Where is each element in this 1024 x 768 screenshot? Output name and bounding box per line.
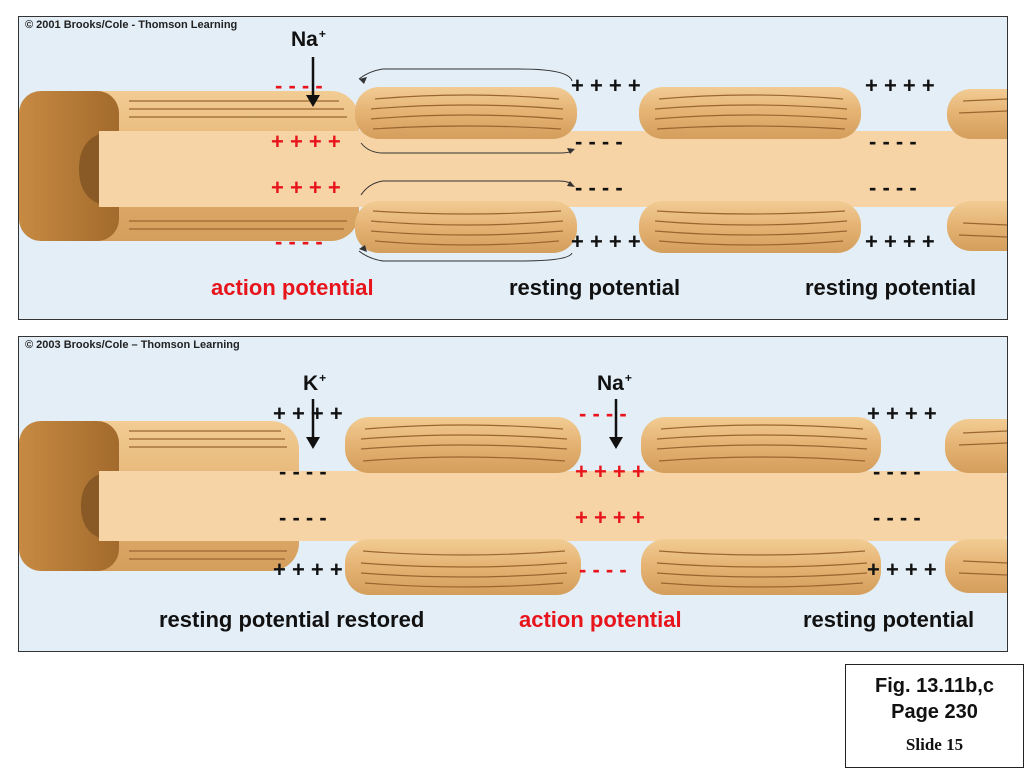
myelin-segment-middle	[355, 87, 577, 253]
na-ion-label: Na+	[597, 371, 632, 395]
panel-c-illustration	[19, 399, 1007, 595]
charge-inside-node2-top: + + + +	[575, 459, 645, 484]
na-ion-label: Na+	[291, 27, 326, 51]
charge-outside-node1-top: - - - -	[275, 73, 323, 98]
charge-inside-node3-bottom: - - - -	[869, 175, 917, 200]
charge-inside-node3-top: - - - -	[873, 459, 921, 484]
current-arrow-top	[358, 68, 573, 82]
label-action-potential: action potential	[519, 607, 682, 632]
charge-inside-node1-top: - - - -	[279, 459, 327, 484]
myelin-segment-middle	[345, 417, 581, 595]
current-arrow-bottom	[358, 250, 573, 262]
charge-inside-node2-top: - - - -	[575, 129, 623, 154]
myelin-segment-left	[19, 91, 359, 241]
slide-number: Slide 15	[905, 735, 964, 754]
axon	[99, 471, 1007, 541]
charge-outside-node2-top: - - - -	[579, 401, 627, 426]
charge-outside-node3-top: + + + +	[867, 401, 937, 426]
label-resting-potential: resting potential	[803, 607, 975, 632]
charge-outside-node2-bottom: + + + +	[571, 229, 641, 254]
charge-outside-node3-bottom: + + + +	[867, 557, 937, 582]
charge-outside-node3-top: + + + +	[865, 73, 935, 98]
charge-outside-node1-bottom: - - - -	[275, 229, 323, 254]
label-action-potential: action potential	[211, 275, 374, 300]
myelin-segment-edge	[947, 89, 1007, 251]
label-resting-potential-1: resting potential	[509, 275, 681, 300]
charge-outside-node2-top: + + + +	[571, 73, 641, 98]
charge-inside-node3-bottom: - - - -	[873, 505, 921, 530]
charge-inside-node2-bottom: - - - -	[575, 175, 623, 200]
copyright-notice: © 2003 Brooks/Cole – Thomson Learning	[25, 339, 240, 351]
charge-inside-node3-top: - - - -	[869, 129, 917, 154]
charge-outside-node2-bottom: - - - -	[579, 557, 627, 582]
charge-inside-node1-top: + + + +	[271, 129, 341, 154]
myelin-segment-edge	[945, 419, 1007, 593]
charge-inside-node1-bottom: - - - -	[279, 505, 327, 530]
charge-inside-node2-bottom: + + + +	[575, 505, 645, 530]
myelin-segment-right	[639, 87, 861, 253]
copyright-notice: © 2001 Brooks/Cole - Thomson Learning	[25, 19, 238, 31]
k-ion-label: K+	[303, 371, 327, 395]
charge-outside-node3-bottom: + + + +	[865, 229, 935, 254]
myelin-segment-right	[641, 417, 881, 595]
charge-outside-node1-top: + + + +	[273, 401, 343, 426]
label-resting-potential-restored: resting potential restored	[159, 607, 425, 632]
charge-outside-node1-bottom: + + + +	[273, 557, 343, 582]
panel-b: © 2001 Brooks/Cole - Thomson Learning Na…	[18, 16, 1008, 320]
panel-c: © 2003 Brooks/Cole – Thomson Learning K+…	[18, 336, 1008, 652]
figure-number: Fig. 13.11b,c	[875, 675, 994, 697]
page-number: Page 230	[891, 701, 978, 723]
label-resting-potential-2: resting potential	[805, 275, 977, 300]
myelin-segment-left	[19, 421, 299, 571]
figure-caption-box: Fig. 13.11b,c Page 230 Slide 15	[845, 664, 1024, 768]
charge-inside-node1-bottom: + + + +	[271, 175, 341, 200]
panel-b-illustration	[19, 57, 1007, 262]
